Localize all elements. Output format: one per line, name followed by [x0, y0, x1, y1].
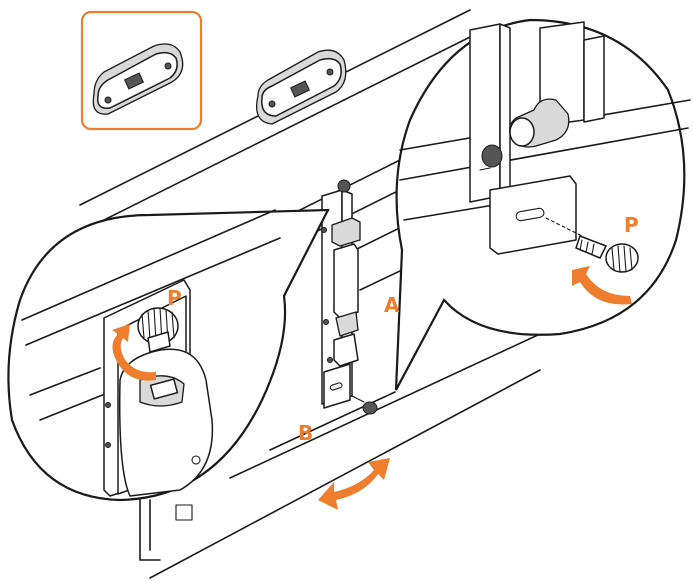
thumb-screw-small — [351, 395, 378, 415]
center-bracket — [321, 179, 361, 409]
curved-arrow-left-icon — [112, 324, 156, 381]
label-b: B — [298, 421, 313, 445]
wall-bracket-slot — [255, 49, 347, 125]
curved-arrow-right-icon — [572, 266, 632, 305]
thumb-screw-p-right — [575, 235, 639, 273]
thumb-screw-p-left — [137, 307, 179, 353]
right-lens-contents — [399, 21, 691, 305]
curved-double-arrow-icon — [318, 458, 390, 510]
label-a: A — [384, 293, 400, 317]
left-detail-lens — [7, 208, 330, 502]
left-lens-contents — [21, 209, 281, 497]
wall-bracket-slot-icon — [80, 10, 203, 131]
panel-corner — [139, 489, 193, 561]
label-p-right: P — [624, 213, 639, 237]
right-detail-lens — [394, 18, 691, 391]
label-p-left: P — [167, 286, 182, 310]
